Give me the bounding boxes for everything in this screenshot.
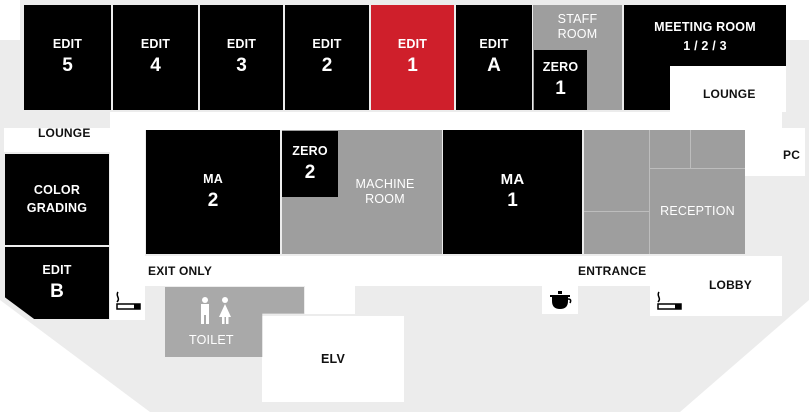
room-zero-1-name: ZERO xyxy=(542,59,579,74)
room-elevator-name: ELV xyxy=(321,351,345,366)
room-edit-b-name: EDIT xyxy=(42,262,72,277)
room-zero-1[interactable]: ZERO 1 xyxy=(534,50,587,110)
label-entrance: ENTRANCE xyxy=(578,264,647,278)
meeting-room-notch xyxy=(670,66,786,112)
room-edit-a-name: EDIT xyxy=(479,37,509,51)
room-ma-1-number: 1 xyxy=(507,189,518,211)
room-edit-b[interactable]: EDIT B xyxy=(5,247,109,319)
label-lounge-left: LOUNGE xyxy=(38,126,91,140)
pc-area xyxy=(745,128,805,176)
room-edit-4-name: EDIT xyxy=(140,37,171,51)
room-edit-4-number: 4 xyxy=(150,55,161,76)
room-ma-1-name: MA xyxy=(500,170,525,188)
room-meeting-name: MEETING ROOM xyxy=(654,20,756,34)
room-toilet-name: TOILET xyxy=(189,333,234,347)
room-zero-1-number: 1 xyxy=(555,77,566,99)
room-edit-a-letter: A xyxy=(487,55,501,76)
room-edit-5-number: 5 xyxy=(62,55,73,76)
room-edit-2-number: 2 xyxy=(321,55,333,76)
room-edit-3-number: 3 xyxy=(236,55,247,76)
room-edit-a[interactable]: EDIT A xyxy=(456,5,532,110)
room-edit-3[interactable]: EDIT 3 xyxy=(200,5,283,110)
room-edit-1[interactable]: EDIT 1 xyxy=(371,5,454,110)
cafe-icon xyxy=(550,291,572,309)
reception-divider-2 xyxy=(690,130,691,168)
room-edit-2-name: EDIT xyxy=(312,37,342,51)
reception-divider-4 xyxy=(584,211,649,212)
room-edit-2[interactable]: EDIT 2 xyxy=(285,5,369,110)
room-color-grading-line1: COLOR xyxy=(33,183,81,197)
corridor-mid xyxy=(305,286,355,314)
room-edit-5[interactable]: EDIT 5 xyxy=(24,5,111,110)
lounge-left-area xyxy=(4,128,145,152)
smoking-icon xyxy=(116,291,141,310)
room-machine-line2: ROOM xyxy=(365,192,405,206)
room-zero-2[interactable]: ZERO 2 xyxy=(282,131,338,197)
corridor-left xyxy=(110,150,145,320)
room-color-grading-line2: GRADING xyxy=(26,201,88,215)
room-edit-3-name: EDIT xyxy=(226,37,257,51)
reception-block xyxy=(584,130,745,254)
corridor-main xyxy=(110,112,782,130)
room-zero-2-name: ZERO xyxy=(292,143,328,158)
reception-divider-3 xyxy=(649,168,745,169)
room-edit-1-number: 1 xyxy=(407,55,418,76)
room-edit-1-name: EDIT xyxy=(397,37,428,51)
room-edit-b-letter: B xyxy=(50,280,64,302)
elevator-hall xyxy=(262,316,404,402)
room-reception[interactable]: RECEPTION xyxy=(650,169,745,254)
room-ma-2[interactable]: MA 2 xyxy=(146,130,280,254)
room-reception-name: RECEPTION xyxy=(660,204,735,218)
label-exit-only: EXIT ONLY xyxy=(148,264,213,278)
room-ma-1[interactable]: MA 1 xyxy=(443,130,582,254)
lobby-area xyxy=(650,256,782,316)
room-edit-4[interactable]: EDIT 4 xyxy=(113,5,198,110)
label-lounge-right: LOUNGE xyxy=(703,87,756,101)
room-machine-line1: MACHINE xyxy=(355,177,415,191)
room-elevator[interactable]: ELV xyxy=(262,316,404,402)
room-staff-line2: ROOM xyxy=(557,27,598,41)
room-meeting-numbers: 1 / 2 / 3 xyxy=(683,39,727,53)
label-pc: PC xyxy=(783,148,801,162)
room-color-grading[interactable]: COLOR GRADING xyxy=(5,154,109,245)
restroom-icon xyxy=(201,297,231,324)
room-edit-5-name: EDIT xyxy=(52,37,83,51)
room-zero-2-number: 2 xyxy=(304,161,316,183)
room-ma-2-name: MA xyxy=(203,171,223,186)
reception-divider-1 xyxy=(649,130,650,254)
smoking-icon-lobby xyxy=(657,291,682,310)
room-staff-line1: STAFF xyxy=(557,12,598,26)
room-ma-2-number: 2 xyxy=(207,189,219,211)
label-lobby: LOBBY xyxy=(709,278,752,292)
